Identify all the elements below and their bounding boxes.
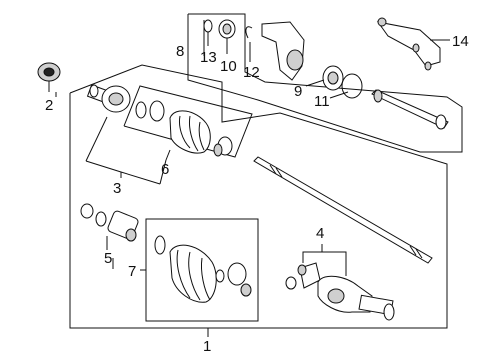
- callout-14: 14: [452, 33, 469, 50]
- callout-7: 7: [128, 263, 136, 280]
- callout-4: 4: [316, 225, 324, 242]
- callout-9: 9: [294, 83, 302, 100]
- callout-12: 12: [243, 64, 260, 81]
- callout-13: 13: [200, 49, 217, 66]
- leader-lines-upper: [55, 32, 349, 337]
- callout-11: 11: [314, 93, 330, 110]
- inner-boot-part: [154, 235, 252, 303]
- intermediate-shaft-outline: [187, 13, 463, 153]
- outer-boot-part: [135, 100, 233, 157]
- callout-3: 3: [113, 180, 121, 197]
- callout-labels: 1 2 3 4 5 6 7 8 9 10 11 12 13 14: [45, 33, 469, 355]
- callout-2: 2: [45, 97, 53, 114]
- outer-cv-joint-part: [86, 84, 131, 113]
- dynamic-damper-part: [80, 203, 139, 250]
- bracket-part: [376, 17, 450, 71]
- callout-1: 1: [203, 338, 211, 355]
- callout-5: 5: [104, 250, 112, 267]
- leader-lines-3-6: [85, 116, 171, 185]
- axle-shaft-part: [253, 156, 433, 264]
- inner-cv-joint-part: [285, 244, 395, 321]
- callout-8: 8: [176, 43, 184, 60]
- dust-cap-part: [37, 62, 61, 92]
- intermediate-shaft-parts: [203, 19, 449, 130]
- callout-6: 6: [161, 161, 169, 178]
- main-assembly-outline: [69, 64, 448, 329]
- callout-10: 10: [220, 58, 237, 75]
